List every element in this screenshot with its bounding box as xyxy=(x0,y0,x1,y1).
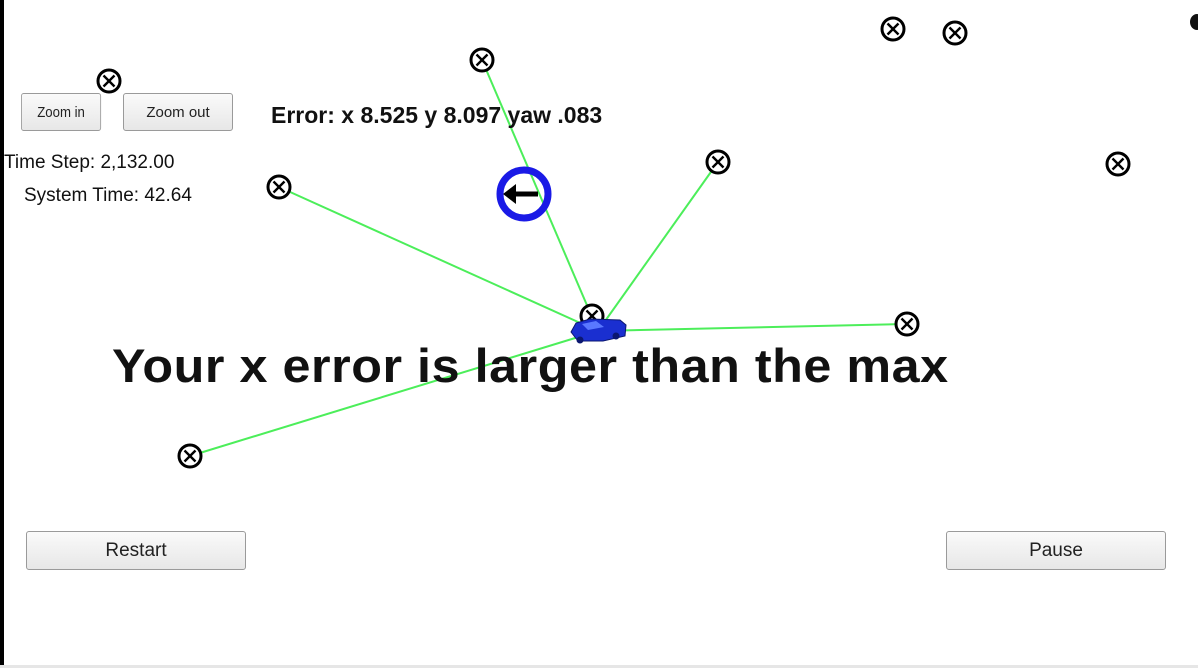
observation-line xyxy=(597,161,719,332)
landmark-icon xyxy=(894,311,920,337)
landmark-icon xyxy=(705,149,731,175)
ground-truth-icon xyxy=(496,166,552,222)
car-icon xyxy=(570,318,627,344)
observation-lines xyxy=(189,59,908,457)
observation-line xyxy=(481,59,599,332)
landmark-icon xyxy=(469,47,495,73)
observation-line xyxy=(597,323,908,332)
landmark-icon xyxy=(880,16,906,42)
landmark-markers xyxy=(96,16,1131,469)
observation-line xyxy=(189,330,599,457)
offscreen-landmark-marker xyxy=(1190,14,1198,30)
zoom-out-button[interactable]: Zoom out xyxy=(123,93,233,131)
landmark-icon xyxy=(177,443,203,469)
window-left-border xyxy=(0,0,4,668)
landmark-icon xyxy=(942,20,968,46)
system-time-readout: System Time: 42.64 xyxy=(24,185,192,206)
time-step-readout: Time Step: 2,132.00 xyxy=(4,152,175,173)
zoom-in-button[interactable]: Zoom in xyxy=(21,93,102,131)
pause-button[interactable]: Pause xyxy=(946,531,1166,570)
error-message: Your x error is larger than the max xyxy=(112,339,949,392)
error-readout: Error: x 8.525 y 8.097 yaw .083 xyxy=(271,102,603,128)
observation-line xyxy=(278,186,599,332)
window-bottom-border xyxy=(0,665,1198,668)
landmark-icon xyxy=(1105,151,1131,177)
landmark-icon xyxy=(96,68,122,94)
restart-button[interactable]: Restart xyxy=(26,531,246,570)
landmark-icon xyxy=(266,174,292,200)
